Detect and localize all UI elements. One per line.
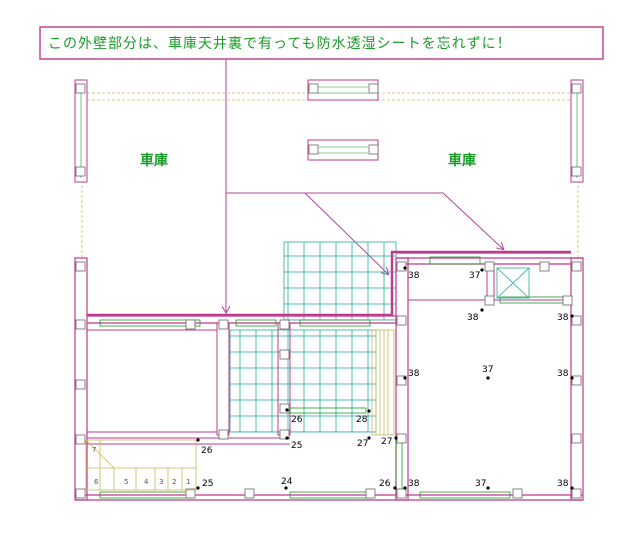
mark-label: 38: [557, 313, 569, 323]
garage-area: [81, 92, 579, 258]
mark-label: 38: [408, 479, 420, 489]
mark-label: 25: [202, 479, 213, 489]
mark-label: 38: [557, 479, 569, 489]
mark-label: 26: [379, 479, 391, 489]
mark-label: 26: [291, 415, 303, 425]
mark-label: 25: [291, 441, 302, 451]
mark-label: 37: [475, 479, 486, 489]
mark-label: 38: [408, 271, 420, 281]
mark-label: 38: [467, 313, 479, 323]
stair-step-5: 5: [124, 478, 128, 486]
shaft-box: [496, 267, 530, 299]
garage-left-label: 車庫: [140, 152, 168, 169]
arrow-right: [226, 192, 503, 249]
staircase: [85, 329, 395, 491]
mark-label: 26: [201, 446, 213, 456]
mark-label: 37: [482, 365, 493, 375]
note-frame: [39, 26, 604, 60]
stair-step-7: 7: [92, 446, 96, 454]
mark-label: 38: [408, 369, 420, 379]
warning-note: この外壁部分は、車庫天井裏で有っても防水透湿シートを忘れずに！: [39, 26, 604, 60]
dimension-marks: 38 37 38 38 38 37 38 26 28 25 27 27 26 2…: [196, 266, 574, 490]
stair-step-1: 1: [186, 478, 190, 486]
mark-label: 24: [281, 477, 293, 487]
note-text: この外壁部分は、車庫天井裏で有っても防水透湿シートを忘れずに！: [48, 35, 512, 52]
stair-step-numbers: 7 6 5 4 3 2 1: [92, 446, 190, 486]
mark-label: 38: [557, 369, 569, 379]
highlight-wall: [87, 250, 571, 317]
tiled-floor: [229, 241, 397, 433]
posts: [75, 83, 582, 499]
mark-label: 27: [381, 437, 392, 447]
mark-label: 37: [469, 271, 480, 281]
mark-label: 28: [356, 415, 368, 425]
garage-right-label: 車庫: [448, 152, 476, 169]
mark-label: 27: [357, 439, 368, 449]
stair-step-4: 4: [144, 478, 149, 486]
stair-step-6: 6: [94, 478, 99, 486]
stair-step-2: 2: [172, 478, 176, 486]
stair-step-3: 3: [159, 478, 163, 486]
